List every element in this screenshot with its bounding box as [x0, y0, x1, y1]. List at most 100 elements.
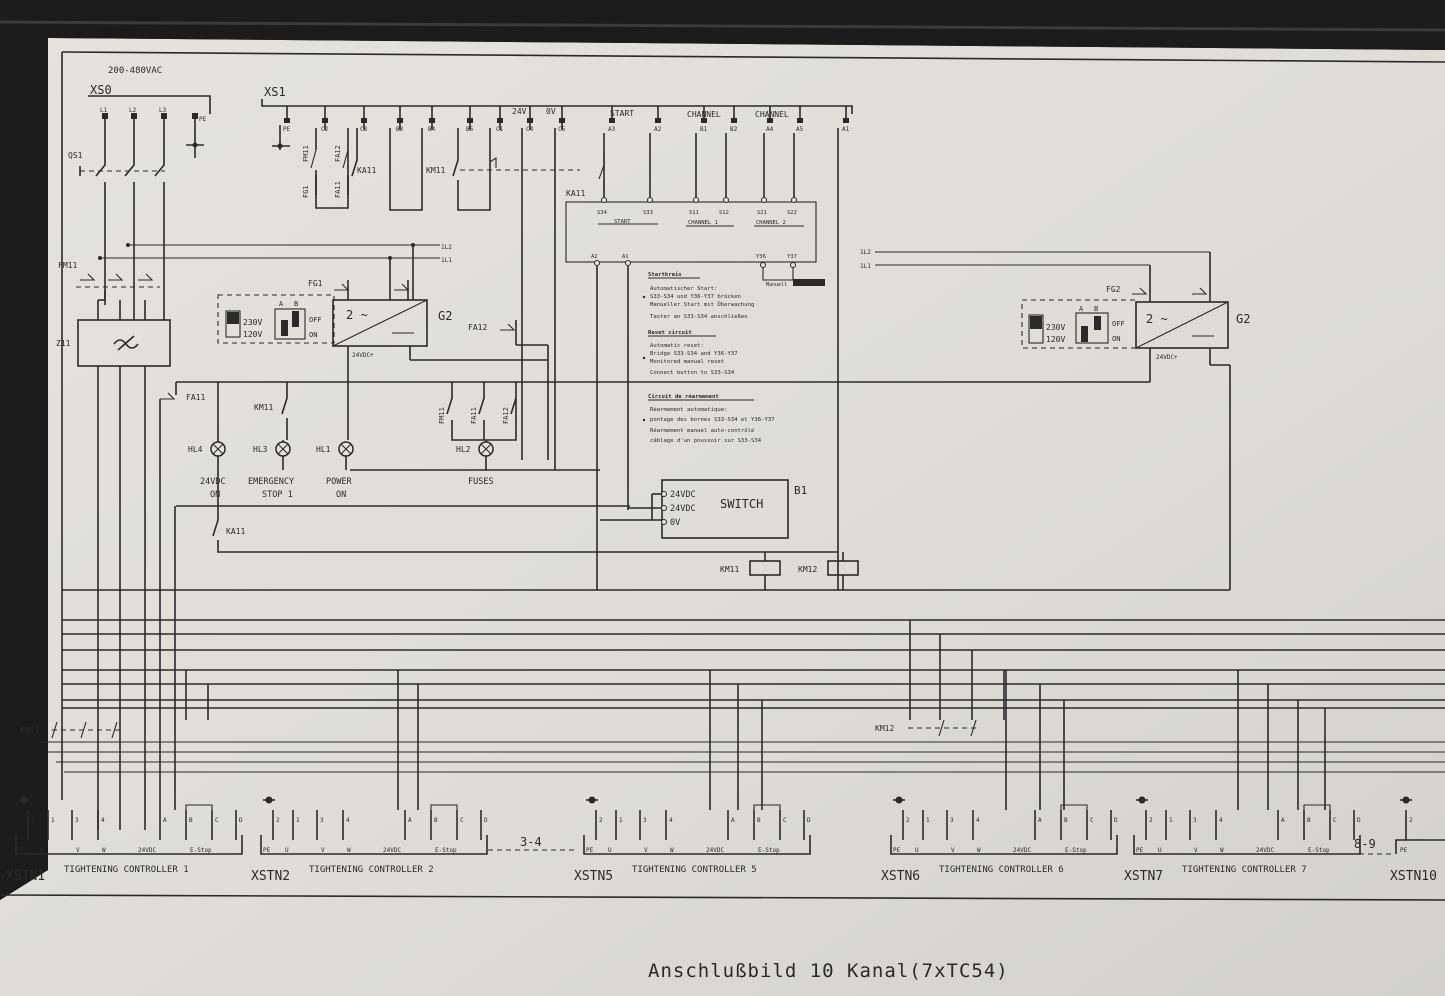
g2-power-supply-left [332, 299, 428, 347]
svg-text:3: 3 [643, 817, 647, 824]
voltage-switch-left: 230V 120V A B OFF ON [217, 294, 335, 344]
station-name: TIGHTENING CONTROLLER 7 [1182, 865, 1307, 875]
svg-text:B: B [1307, 817, 1311, 824]
svg-text:D: D [1357, 817, 1361, 824]
note-line: Taster an S33-S34 anschließen [650, 314, 748, 320]
svg-text:KM11: KM11 [254, 403, 273, 412]
safety-terminal: S22 [787, 210, 797, 216]
svg-text:C: C [1333, 817, 1337, 824]
xs1-pin [843, 118, 849, 123]
svg-text:FG1: FG1 [302, 185, 310, 198]
xs1-pin-label: B1 [700, 126, 708, 133]
note-line: Automatic reset: [650, 343, 704, 349]
drawing-caption: Anschlußbild 10 Kanal(7xTC54) [648, 960, 1009, 982]
note-line: Bridge S33-S34 and Y36-Y37 [650, 351, 738, 357]
svg-text:PE: PE [199, 116, 207, 123]
safety-terminal: S21 [757, 210, 767, 216]
svg-text:A: A [163, 817, 167, 824]
svg-text:L1: L1 [100, 107, 108, 114]
lamp-caption: ON [210, 490, 220, 500]
svg-text:FA12: FA12 [502, 407, 510, 424]
svg-text:ON: ON [1112, 335, 1120, 343]
svg-text:2: 2 [906, 817, 910, 824]
svg-text:230V: 230V [1046, 323, 1065, 332]
svg-text:KA11: KA11 [357, 166, 376, 175]
svg-text:D: D [239, 817, 243, 824]
svg-text:Y37: Y37 [787, 254, 797, 260]
svg-text:4: 4 [346, 817, 350, 824]
ellipsis-3-4: 3-4 [520, 835, 542, 849]
svg-text:4: 4 [976, 817, 980, 824]
svg-text:4: 4 [101, 817, 105, 824]
xs1-pin-label: A4 [766, 126, 774, 133]
qs1-label: QS1 [68, 151, 83, 160]
lamp-caption: STOP 1 [262, 490, 293, 500]
svg-text:FA11: FA11 [334, 181, 342, 198]
xs1-pin [397, 118, 403, 123]
xs1-pin [527, 118, 533, 123]
safety-terminal: S12 [719, 210, 729, 216]
note-line: S33-S34 und Y36-Y37 brücken [650, 294, 741, 300]
svg-text:L2: L2 [129, 107, 137, 114]
svg-text:24VDC+: 24VDC+ [1156, 354, 1178, 361]
svg-text:120V: 120V [1046, 335, 1065, 344]
fm11-label: FM11 [58, 261, 77, 270]
svg-text:D: D [807, 817, 811, 824]
xs1-pin-label: PE [283, 126, 291, 133]
connector-label: E-Stop [1065, 847, 1087, 854]
note-line: câblage d'un poussoir sur S33-S34 [650, 437, 762, 444]
safety-terminal: S33 [643, 210, 653, 216]
connector-label: V [951, 847, 955, 854]
svg-text:CHANNEL 1: CHANNEL 1 [688, 220, 718, 226]
note-line: Reset circuit [648, 330, 692, 336]
note-line: pontage des bornes S33-S34 et Y36-Y37 [650, 417, 775, 423]
svg-text:SWITCH: SWITCH [720, 497, 763, 511]
paper-sheet [0, 38, 1445, 996]
station-id: XSTN10 [1390, 869, 1437, 884]
lamp-caption: POWER [326, 477, 352, 487]
svg-text:FM11: FM11 [302, 145, 310, 162]
connector-label: PE [586, 847, 594, 854]
svg-text:3: 3 [320, 817, 324, 824]
xs1-pin [767, 118, 773, 123]
xs1-pin [467, 118, 473, 123]
safety-terminal: S34 [597, 210, 608, 216]
connector-label: 24VDC [706, 847, 724, 854]
connector-label: U [40, 847, 44, 854]
svg-text:24V: 24V [512, 107, 527, 116]
svg-text:1: 1 [1169, 817, 1173, 824]
connector-label: V [76, 847, 80, 854]
svg-text:B: B [434, 817, 438, 824]
connector-label: E-Stop [190, 847, 212, 854]
xs0-terminal-strip: L1 L2 L3 PE [100, 107, 207, 123]
svg-text:FG2: FG2 [1106, 285, 1121, 294]
svg-text:3: 3 [1193, 817, 1197, 824]
svg-text:PE: PE [1400, 847, 1408, 854]
connector-label: V [1194, 847, 1198, 854]
svg-text:C: C [783, 817, 787, 824]
svg-text:2: 2 [31, 817, 35, 824]
svg-text:3: 3 [75, 817, 79, 824]
svg-text:G2: G2 [438, 309, 452, 323]
connector-label: 24VDC [1256, 847, 1274, 854]
lamp-caption: FUSES [468, 477, 494, 487]
lamp-caption: 24VDC [200, 477, 226, 487]
xs1-pin [655, 118, 661, 123]
svg-text:FA11: FA11 [470, 407, 478, 424]
svg-text:FA12: FA12 [468, 323, 487, 332]
svg-text:D: D [484, 817, 488, 824]
svg-text:C: C [460, 817, 464, 824]
svg-text:OFF: OFF [309, 316, 322, 324]
z11-filter [77, 319, 171, 367]
svg-text:B: B [757, 817, 761, 824]
svg-text:B: B [189, 817, 193, 824]
xs1-pin [497, 118, 503, 123]
svg-text:FA11: FA11 [186, 393, 205, 402]
svg-text:2: 2 [599, 817, 603, 824]
svg-text:FA12: FA12 [334, 145, 342, 162]
xs1-pin [322, 118, 328, 123]
